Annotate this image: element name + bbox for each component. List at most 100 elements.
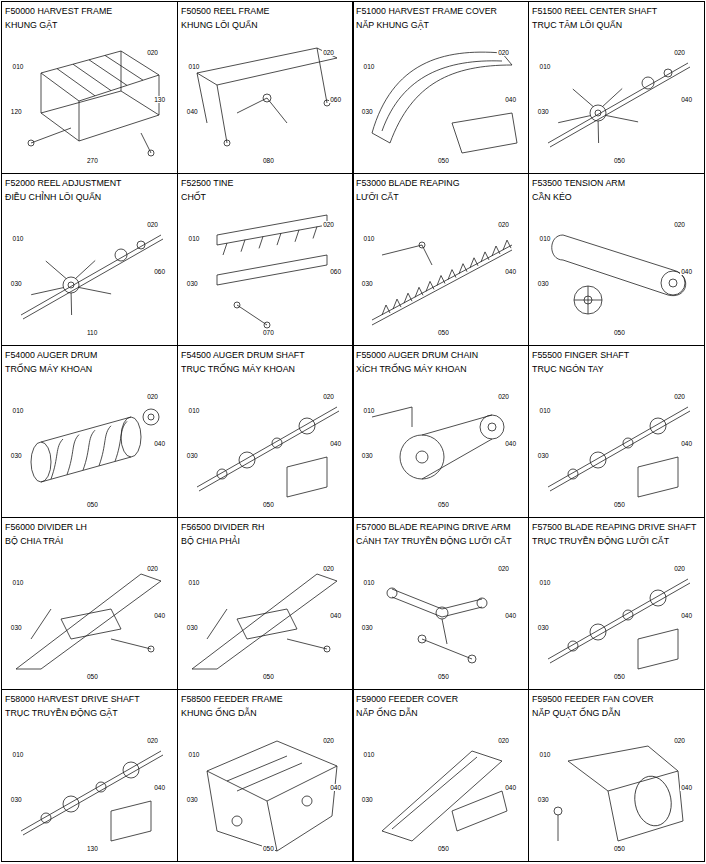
callout-number: 020 (322, 221, 335, 228)
callout-number: 040 (680, 784, 693, 791)
callout-number: 030 (537, 624, 550, 631)
section-title-vi: NẮP KHUNG GẶT (356, 20, 528, 31)
part-line (299, 418, 315, 434)
part-line (217, 215, 327, 245)
section-title-vi: TRỤC TÂM LÕI QUẤN (532, 20, 704, 31)
callout-number: 010 (188, 407, 201, 414)
part-line (23, 239, 163, 319)
section-title: F51500 REEL CENTER SHAFT (532, 6, 704, 17)
part-line (61, 609, 121, 639)
part-line (503, 240, 511, 250)
part-line (313, 227, 317, 239)
part-line (31, 128, 151, 153)
part-line (488, 423, 496, 431)
part-line (590, 624, 606, 640)
callout-number: 020 (322, 49, 335, 56)
callout-number: 050 (437, 673, 450, 680)
section-title-vi: TRỤC TRUYỀN ĐỘNG GẶT (5, 708, 177, 719)
callout-number: 030 (361, 624, 374, 631)
part-line (574, 286, 602, 314)
part-line (41, 51, 159, 101)
callout-number: 130 (86, 845, 99, 852)
callout-number: 020 (673, 221, 686, 228)
catalog-cell: F52000 REEL ADJUSTMENTĐIỀU CHỈNH LÕI QUẤ… (1, 173, 178, 346)
section-title-vi: TRỐNG MÁY KHOAN (5, 364, 177, 375)
callout-number: 020 (497, 221, 510, 228)
section-title: F52500 TINE (181, 178, 353, 189)
callout-number: 010 (539, 579, 552, 586)
part-line (105, 55, 143, 80)
section-title-vi: NẮP ỐNG DẪN (356, 708, 528, 719)
callout-number: 020 (497, 565, 510, 572)
part-line (237, 609, 297, 639)
section-title-vi: BỘ CHIA PHẢI (181, 536, 353, 547)
callout-number: 110 (86, 329, 98, 336)
part-line (264, 322, 270, 328)
catalog-cell: F51500 REEL CENTER SHAFT TRỤC TÂM LÕI QUẤ… (528, 1, 705, 174)
callout-number: 010 (188, 63, 201, 70)
part-line (548, 407, 688, 487)
callout-number: 010 (188, 751, 201, 758)
part-line (76, 261, 96, 279)
part-line (121, 417, 141, 457)
part-line (606, 115, 639, 122)
part-line (382, 751, 502, 841)
part-line (41, 51, 159, 141)
section-title-vi: TRỤC TRỐNG MÁY KHOAN (181, 364, 353, 375)
callout-number: 050 (613, 329, 626, 336)
part-line (548, 63, 688, 143)
part-line (234, 302, 240, 308)
part-line (192, 574, 337, 669)
callout-number: 020 (497, 393, 510, 400)
part-line (392, 757, 477, 829)
section-title: F58500 FEEDER FRAME (181, 694, 353, 705)
part-line (259, 236, 263, 248)
callout-number: 040 (680, 440, 693, 447)
exploded-view (387, 588, 487, 663)
section-title: F58000 HARVEST DRIVE SHAFT (5, 694, 177, 705)
part-line (415, 287, 423, 297)
catalog-cell: F54000 AUGER DRUMTRỐNG MÁY KHOAN (1, 345, 178, 518)
part-line (89, 60, 127, 86)
part-line (558, 815, 559, 841)
part-line (237, 98, 287, 123)
catalog-cell: F54500 AUGER DRUM SHAFTTRỤC TRỐNG MÁY KH… (177, 345, 354, 518)
part-line (372, 407, 412, 427)
callout-number: 020 (322, 737, 335, 744)
exploded-view (28, 51, 159, 156)
part-line (23, 755, 163, 835)
part-line (372, 250, 512, 325)
callout-number: 030 (186, 796, 199, 803)
exploded-view (16, 574, 161, 669)
section-title-vi: CÁNH TAY TRUYỀN ĐỘNG LƯỠI CẮT (356, 536, 528, 547)
part-line (199, 411, 339, 491)
part-line (548, 579, 688, 659)
part-line (197, 48, 337, 85)
part-line (382, 305, 390, 315)
section-title: F53000 BLADE REAPING (356, 178, 528, 189)
part-line (387, 588, 397, 598)
section-title: F50000 HARVEST FRAME (5, 6, 177, 17)
section-title: F52000 REEL ADJUSTMENT (5, 178, 177, 189)
part-line (642, 77, 654, 89)
section-title: F57000 BLADE REAPING DRIVE ARM (356, 522, 528, 533)
callout-number: 060 (329, 268, 342, 275)
part-line (669, 279, 677, 287)
part-line (295, 230, 299, 242)
callout-number: 010 (12, 407, 25, 414)
part-line (197, 48, 327, 143)
callout-number: 030 (186, 624, 199, 631)
exploded-view (197, 48, 337, 146)
part-line (21, 235, 161, 315)
part-line (426, 281, 434, 291)
part-line (148, 646, 154, 652)
part-line (574, 286, 602, 314)
callout-number: 010 (12, 579, 25, 586)
catalog-cell: F57500 BLADE REAPING DRIVE SHAFTTRỤC TRU… (528, 517, 705, 690)
callout-number: 030 (361, 796, 374, 803)
part-line (207, 741, 337, 801)
part-line (372, 52, 512, 143)
part-line (631, 773, 675, 828)
part-line (437, 276, 445, 286)
exploded-view (554, 746, 683, 841)
